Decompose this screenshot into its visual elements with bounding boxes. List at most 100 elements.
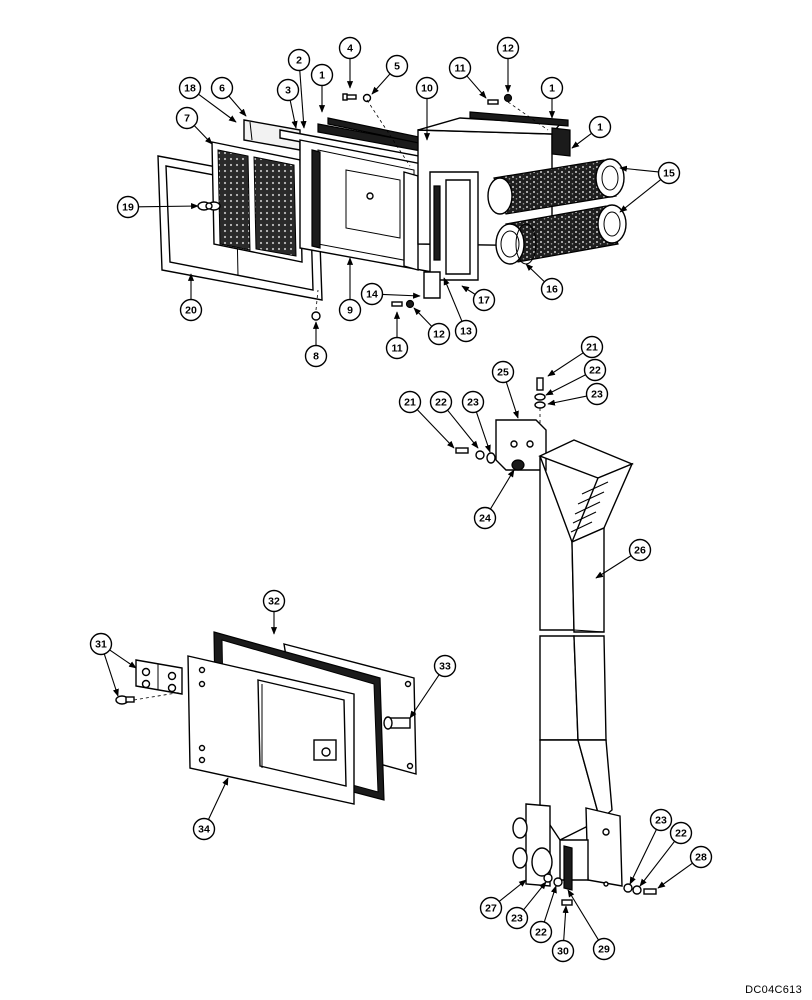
callout-number: 23 [591,389,603,401]
callout-circle [385,336,409,360]
callout-8: 8 [304,344,328,368]
callout-circle [310,63,334,87]
wing-nut-19 [197,201,221,211]
callout-28: 28 [689,845,713,869]
callout-circle [540,277,564,301]
callout-number: 1 [549,83,555,95]
leader-line-24 [489,469,515,510]
callout-circle [669,821,693,845]
callout-circle [496,36,520,60]
callout-circle [338,36,362,60]
callout-10: 10 [415,76,439,100]
callout-number: 16 [546,284,558,296]
washer-23-left [486,452,496,464]
leader-line-11 [466,75,487,99]
callout-16: 16 [540,277,564,301]
callout-number: 1 [597,122,603,134]
callout-circle [448,56,472,80]
bolt-28 [643,888,657,895]
callout-2: 2 [287,48,311,72]
door-assembly [115,631,417,805]
leader-line-12 [413,307,433,327]
callout-number: 21 [586,342,598,354]
callout-number: 17 [478,295,490,307]
callout-circle [479,896,503,920]
stud-24 [511,459,525,471]
callout-number: 29 [598,944,610,956]
leader-line-14 [382,292,421,299]
washer-23-bottom-left [543,873,553,883]
leader-line-5 [371,73,391,95]
callout-number: 31 [95,639,107,651]
callout-24: 24 [473,506,497,530]
callout-circle [427,322,451,346]
nut-12-bottom [405,299,415,309]
callout-3: 3 [276,78,300,102]
leader-line-19 [138,203,199,210]
nut-5 [362,93,372,103]
leader-line-26 [595,555,632,579]
bolt-4 [342,93,357,101]
callout-17: 17 [472,288,496,312]
callout-circle [276,78,300,102]
callout-5: 5 [385,54,409,78]
callout-circle [338,298,362,322]
callout-22: 22 [529,920,553,944]
leader-line-28 [657,862,693,889]
callout-14: 14 [360,282,384,306]
washer-23-bottom-right [623,883,633,893]
callout-25: 25 [491,360,515,384]
callout-circle [588,115,612,139]
leader-line-1 [571,132,592,149]
callout-circle [491,360,515,384]
callout-33: 33 [433,654,457,678]
callout-1: 1 [540,76,564,100]
leader-lines [103,58,693,941]
leader-line-15 [619,179,662,213]
leader-line-21 [416,409,455,449]
callout-circle [628,538,652,562]
callout-21: 21 [580,335,604,359]
callout-circle [429,390,453,414]
leader-line-22 [639,840,676,887]
callout-number: 10 [421,83,433,95]
callout-9: 9 [338,298,362,322]
callout-circle [551,939,575,963]
callout-1: 1 [588,115,612,139]
callout-12: 12 [496,36,520,60]
callout-circle [585,382,609,406]
callout-circle [398,390,422,414]
callout-4: 4 [338,36,362,60]
callout-circle [192,817,216,841]
leader-line-23 [629,829,657,885]
bolt-30 [561,899,573,906]
callout-34: 34 [192,817,216,841]
callout-number: 24 [479,513,491,525]
callout-number: 22 [589,365,601,377]
leader-line-22 [447,409,479,449]
callout-circle [505,906,529,930]
callout-number: 28 [695,852,707,864]
leader-line-13 [443,277,463,322]
callout-circle [262,589,286,613]
callout-number: 5 [394,61,400,73]
callout-circle [385,54,409,78]
callout-number: 14 [366,289,378,301]
callout-circle [473,506,497,530]
leader-line-29 [567,889,600,941]
callout-circle [287,48,311,72]
callout-31: 31 [89,632,113,656]
screw-31 [115,695,135,705]
callout-number: 25 [497,367,509,379]
leader-line-23 [475,411,491,453]
callout-circle [529,920,553,944]
callout-number: 23 [655,815,667,827]
callout-32: 32 [262,589,286,613]
callout-23: 23 [649,808,673,832]
bracket-25 [495,419,547,471]
callout-circle [657,161,681,185]
hinge-31 [135,659,183,695]
callout-number: 23 [467,397,479,409]
bolt-11-top [487,99,499,105]
